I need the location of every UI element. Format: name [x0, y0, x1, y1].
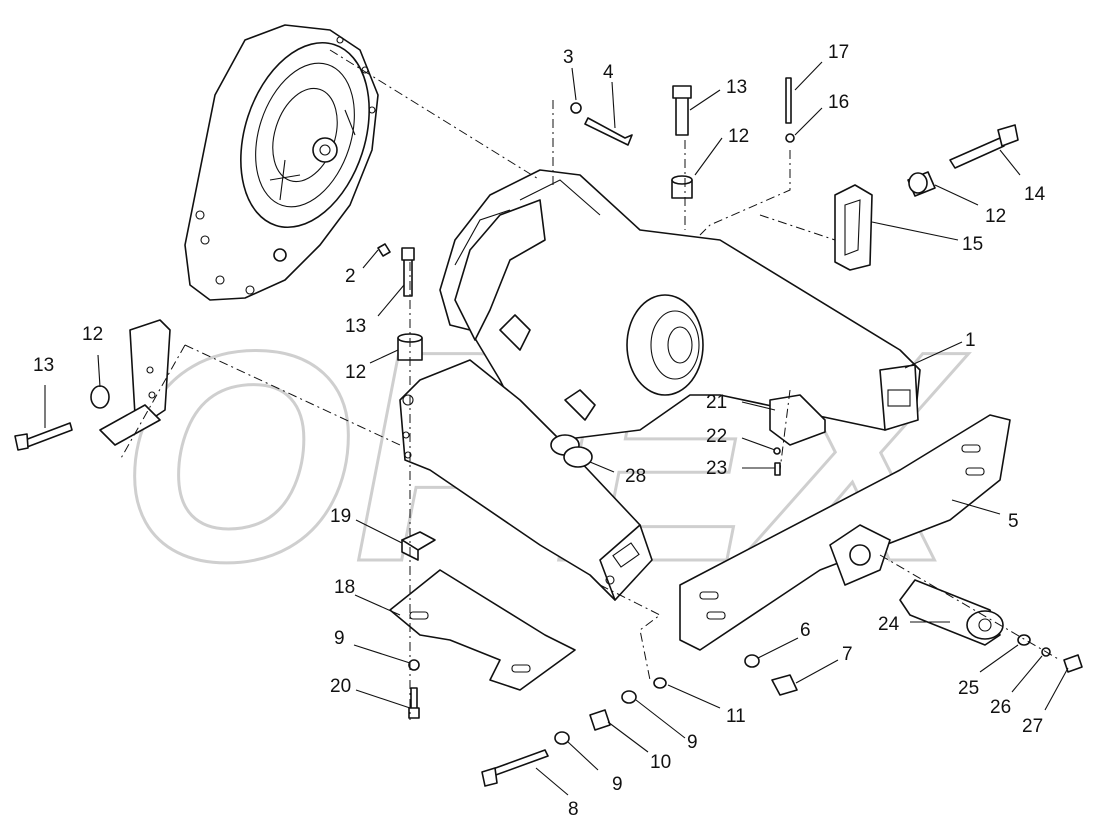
callout-20: 20 [330, 676, 351, 697]
callout-18: 18 [334, 577, 355, 598]
callout-12-right: 12 [985, 206, 1006, 227]
callout-13-left: 13 [33, 355, 54, 376]
callout-labels: 1 2 3 4 5 6 7 8 9 9 9 10 11 12 12 12 12 … [33, 42, 1046, 820]
callout-9-lower: 9 [612, 774, 623, 795]
callout-23: 23 [706, 458, 727, 479]
lower-bracket [389, 569, 576, 691]
wear-block [834, 184, 873, 271]
callout-10: 10 [650, 752, 671, 773]
pivot-pin [899, 579, 1004, 646]
callout-12-top: 12 [728, 126, 749, 147]
callout-5: 5 [1008, 511, 1019, 532]
callout-16: 16 [828, 92, 849, 113]
axle-housing [399, 169, 921, 601]
callout-17: 17 [828, 42, 849, 63]
callout-22: 22 [706, 426, 727, 447]
callout-12-middle: 12 [345, 362, 366, 383]
callout-4: 4 [603, 62, 614, 83]
planetary-drive-housing [184, 24, 379, 301]
isolator-mount [769, 394, 826, 446]
callout-13-middle: 13 [345, 316, 366, 337]
side-plate [679, 414, 1011, 651]
callout-7: 7 [842, 644, 853, 665]
callout-2: 2 [345, 266, 356, 287]
callout-3: 3 [563, 47, 574, 68]
callout-19: 19 [330, 506, 351, 527]
callout-11: 11 [726, 706, 746, 727]
callout-12-left: 12 [82, 324, 103, 345]
callout-27: 27 [1022, 716, 1043, 737]
callout-24: 24 [878, 614, 900, 635]
callout-15: 15 [962, 234, 983, 255]
callout-9-bracket: 9 [334, 628, 345, 649]
assembly-lines [119, 49, 1061, 720]
callout-9-upper: 9 [687, 732, 698, 753]
callout-21: 21 [706, 392, 727, 413]
callout-8: 8 [568, 799, 579, 820]
callout-1: 1 [965, 330, 976, 351]
callout-25: 25 [958, 678, 979, 699]
callout-26: 26 [990, 697, 1011, 718]
callout-14: 14 [1024, 184, 1046, 205]
callout-28: 28 [625, 466, 646, 487]
callout-13-top: 13 [726, 77, 747, 98]
fasteners [14, 77, 1083, 787]
leader-lines [44, 61, 1069, 796]
callout-6: 6 [800, 620, 811, 641]
